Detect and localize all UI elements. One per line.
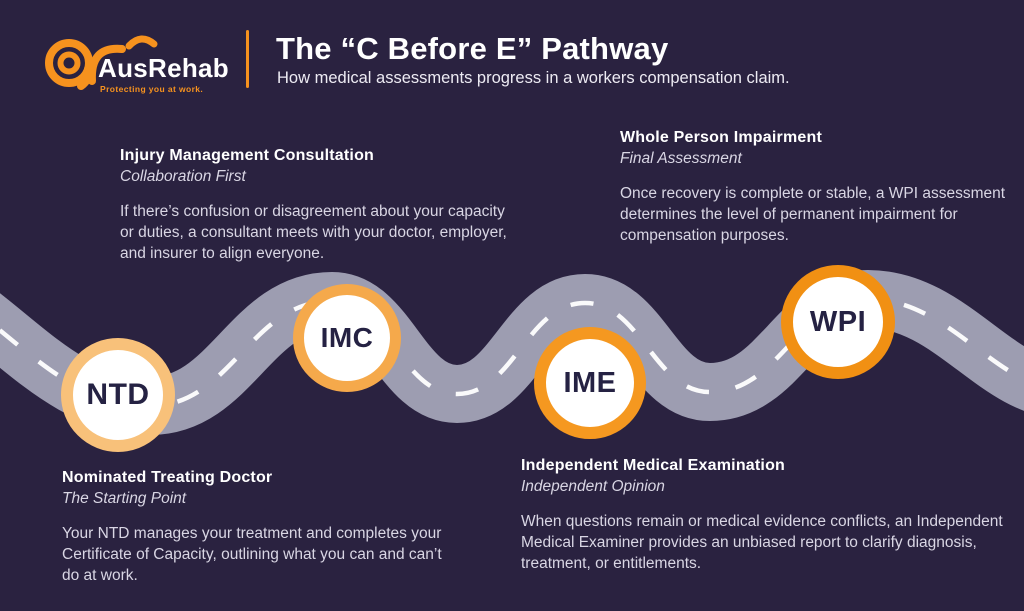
block-description-imc: If there’s confusion or disagreement abo…: [120, 203, 507, 262]
page-subtitle: How medical assessments progress in a wo…: [277, 69, 790, 87]
text-block-wpi: Whole Person Impairment Final Assessment…: [620, 129, 1012, 246]
milestone-circle-wpi: WPI: [781, 265, 895, 379]
milestone-abbr-ntd: NTD: [86, 378, 150, 411]
block-description-wpi: Once recovery is complete or stable, a W…: [620, 185, 1006, 244]
milestone-circle-ime: IME: [534, 327, 646, 439]
page-title: The “C Before E” Pathway: [276, 31, 669, 66]
milestone-abbr-wpi: WPI: [809, 305, 867, 338]
block-title-imc: Injury Management Consultation: [120, 147, 375, 164]
ausrehab-logo-icon: [45, 35, 158, 90]
brand-tagline: Protecting you at work.: [100, 84, 204, 94]
milestone-abbr-ime: IME: [563, 366, 617, 399]
brand-logo: AusRehab Protecting you at work.: [36, 24, 241, 98]
milestone-circle-ntd: NTD: [61, 338, 175, 452]
block-description-ntd: Your NTD manages your treatment and comp…: [62, 525, 442, 584]
brand-wordmark: AusRehab: [98, 53, 229, 83]
block-subtitle-wpi: Final Assessment: [620, 150, 742, 167]
block-subtitle-ime: Independent Opinion: [521, 478, 665, 495]
block-title-wpi: Whole Person Impairment: [620, 129, 822, 146]
block-subtitle-ntd: The Starting Point: [62, 490, 187, 507]
milestone-circle-imc: IMC: [293, 284, 401, 392]
block-title-ime: Independent Medical Examination: [521, 457, 786, 474]
text-block-ntd: Nominated Treating Doctor The Starting P…: [62, 469, 444, 586]
milestone-abbr-imc: IMC: [320, 322, 374, 353]
block-title-ntd: Nominated Treating Doctor: [62, 469, 273, 486]
text-block-imc: Injury Management Consultation Collabora…: [120, 147, 518, 264]
header-divider: [246, 30, 249, 88]
block-subtitle-imc: Collaboration First: [120, 168, 246, 185]
block-description-ime: When questions remain or medical evidenc…: [521, 513, 1003, 572]
text-block-ime: Independent Medical Examination Independ…: [521, 457, 1003, 574]
